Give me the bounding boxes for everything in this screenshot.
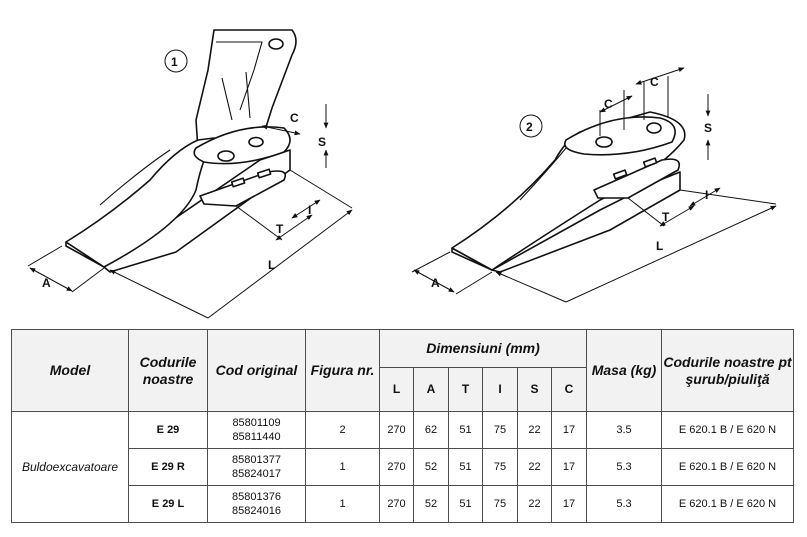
header-bolt-codes: Codurile noastre pt şurub/piuliţă <box>661 329 795 412</box>
row-figure: 2 <box>305 411 380 449</box>
dim-label-a: A <box>42 276 51 290</box>
header-our-codes: Codurile noastre <box>128 329 208 412</box>
dim-label-c-3: C <box>650 75 659 89</box>
figure-1-tooth <box>65 29 297 273</box>
header-dim-s: S <box>517 367 552 412</box>
row-figure: 1 <box>305 485 380 523</box>
row-dim-t: 51 <box>448 411 483 449</box>
row-bolt-codes: E 620.1 B / E 620 N <box>661 485 795 523</box>
spec-table: Model Codurile noastre Cod original Figu… <box>11 329 795 523</box>
header-model: Model <box>11 329 129 412</box>
row-mass: 5.3 <box>586 448 663 486</box>
row-dim-s: 22 <box>517 411 552 449</box>
row-code: E 29 R <box>128 448 208 486</box>
header-dim-i: I <box>482 367 518 412</box>
row-dim-a: 52 <box>413 485 449 523</box>
dim-label-i: I <box>308 203 311 217</box>
header-mass: Masa (kg) <box>586 329 663 412</box>
model-name: Buldoexcavatoare <box>11 411 129 523</box>
row-dim-c: 17 <box>550 448 588 486</box>
row-dim-s: 22 <box>517 485 552 523</box>
dim-label-s-2: S <box>704 121 712 135</box>
figure-2-tooth <box>451 111 686 273</box>
row-dim-l: 270 <box>379 448 414 486</box>
figure-1-labels: 1 A L T I S C <box>42 55 326 290</box>
row-dim-s: 22 <box>517 448 552 486</box>
row-bolt-codes: E 620.1 B / E 620 N <box>661 411 795 449</box>
row-dim-a: 62 <box>413 411 449 449</box>
figure-1-dimensions <box>27 49 353 319</box>
dim-label-t: T <box>276 222 284 236</box>
header-dimensions: Dimensiuni (mm) <box>378 329 588 368</box>
row-dim-i: 75 <box>482 411 518 449</box>
dim-label-l: L <box>268 258 275 272</box>
figure-2-labels: 2 A L T I S C C <box>431 75 712 290</box>
row-code: E 29 L <box>128 485 208 523</box>
header-original-code: Cod original <box>207 329 306 412</box>
row-dim-i: 75 <box>482 485 518 523</box>
dim-label-c-2: C <box>604 97 613 111</box>
header-dim-l: L <box>379 367 414 412</box>
header-dim-t: T <box>448 367 483 412</box>
header-dim-a: A <box>413 367 449 412</box>
row-bolt-codes: E 620.1 B / E 620 N <box>661 448 795 486</box>
row-figure: 1 <box>305 448 380 486</box>
dim-label-l-2: L <box>656 239 663 253</box>
row-dim-t: 51 <box>448 485 483 523</box>
row-mass: 3.5 <box>586 411 663 449</box>
dim-label-i-2: I <box>705 188 708 202</box>
row-code: E 29 <box>128 411 208 449</box>
dim-label-t-2: T <box>662 210 670 224</box>
row-mass: 5.3 <box>586 485 663 523</box>
row-dim-a: 52 <box>413 448 449 486</box>
figure-2-dimensions <box>411 67 777 303</box>
figure-2-number: 2 <box>526 120 533 134</box>
row-dim-l: 270 <box>379 485 414 523</box>
dim-label-c: C <box>290 111 299 125</box>
header-dim-c: C <box>550 367 588 412</box>
row-dim-c: 17 <box>550 411 588 449</box>
dim-label-a-2: A <box>431 276 440 290</box>
header-figure: Figura nr. <box>305 329 380 412</box>
row-dim-c: 17 <box>550 485 588 523</box>
dim-label-s: S <box>318 135 326 149</box>
row-dim-i: 75 <box>482 448 518 486</box>
row-dim-l: 270 <box>379 411 414 449</box>
figure-1-number: 1 <box>171 55 178 69</box>
tooth-drawings: 1 A L T I S C <box>27 29 777 319</box>
row-dim-t: 51 <box>448 448 483 486</box>
